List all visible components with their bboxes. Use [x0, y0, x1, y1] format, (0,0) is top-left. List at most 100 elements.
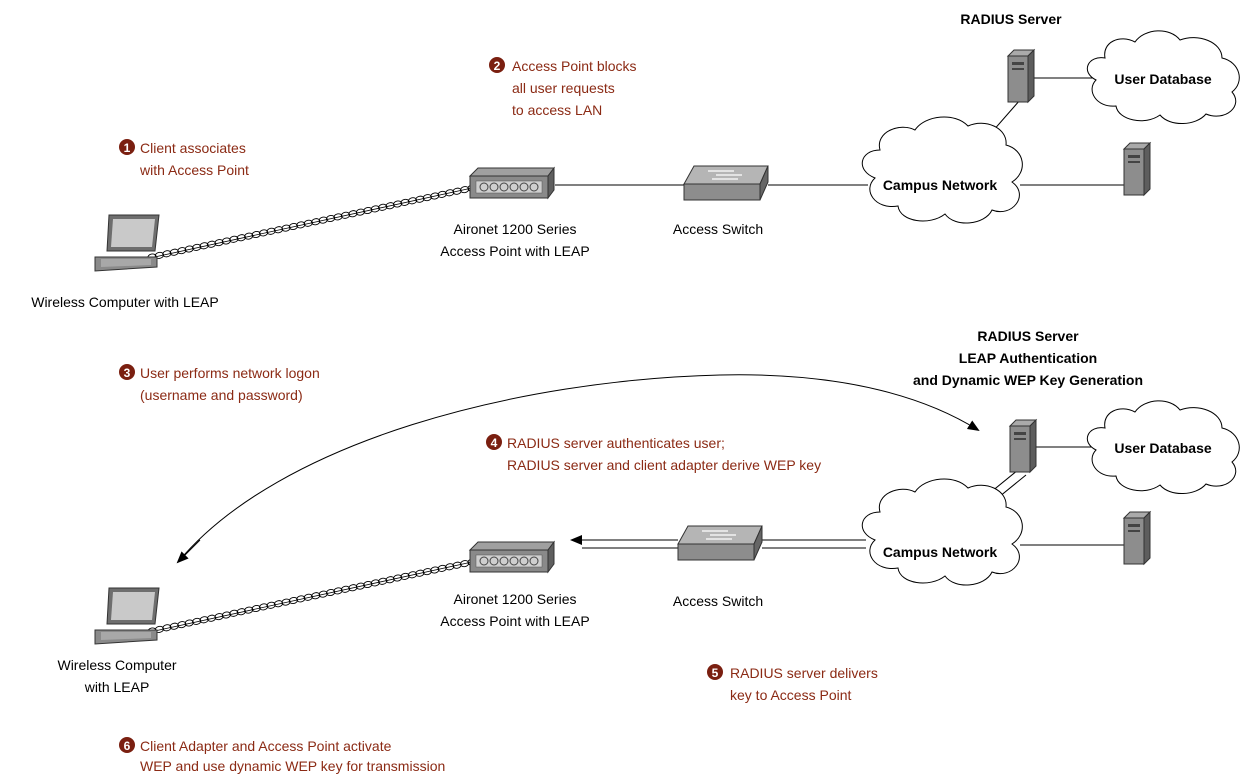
coil-loop	[221, 237, 232, 245]
campus-network-label: Campus Network	[883, 177, 998, 193]
ap-label-line1: Aironet 1200 Series	[454, 221, 577, 237]
coil-loop	[192, 243, 202, 251]
coil-loop	[415, 195, 425, 203]
step-1: 1 Client associates with Access Point	[119, 139, 249, 178]
campus-network-cloud	[862, 116, 1023, 224]
client-label: Wireless Computer with LEAP	[31, 294, 219, 310]
auth-arc-arrow	[177, 374, 980, 563]
coil-loop	[348, 584, 358, 592]
radius-server-title: RADIUS Server	[960, 11, 1062, 27]
coil-loop	[296, 595, 306, 603]
coil-loop	[333, 213, 343, 221]
ap-label-line2: Access Point with LEAP	[440, 243, 589, 259]
step-text-line: key to Access Point	[730, 687, 852, 703]
coil-loop	[318, 216, 328, 224]
coil-loop	[452, 187, 462, 195]
coil-loop	[385, 202, 395, 210]
coil-loop	[177, 247, 187, 255]
coil-loop	[177, 621, 187, 629]
coil-loop	[192, 617, 202, 625]
coil-loop	[214, 613, 224, 621]
step-text-line: RADIUS server and client adapter derive …	[507, 457, 821, 473]
campus-network-label: Campus Network	[883, 544, 998, 560]
coil-loop	[340, 585, 351, 593]
radius-server-title-line2: LEAP Authentication	[959, 350, 1097, 366]
client-label-line1: Wireless Computer	[57, 657, 176, 673]
coil-loop	[392, 574, 403, 582]
coil-loop	[244, 232, 254, 240]
user-database-cloud	[1086, 30, 1240, 124]
user-database-label: User Database	[1114, 440, 1211, 456]
coil-loop	[199, 616, 209, 624]
coil-loop	[281, 598, 291, 606]
access-point-icon	[468, 540, 555, 574]
coil-loop	[206, 240, 217, 248]
server-icon	[1122, 141, 1152, 197]
bottom-scenario: Wireless Computer with LEAP Aironet 1200…	[57, 328, 1240, 695]
coil-loop	[340, 211, 351, 219]
coil-loop	[229, 235, 239, 243]
coil-loop	[236, 608, 246, 616]
coil-loop	[311, 592, 321, 600]
step-number: 3	[124, 366, 131, 380]
coil-loop	[311, 218, 321, 226]
coil-loop	[296, 221, 306, 229]
switch-label: Access Switch	[673, 593, 763, 609]
coil-loop	[318, 590, 328, 598]
user-database-cloud	[1086, 400, 1240, 494]
step-badge	[489, 57, 505, 73]
coil-loop	[229, 609, 239, 617]
radius-server-title-line1: RADIUS Server	[977, 328, 1079, 344]
coil-loop	[303, 593, 313, 601]
step-text-line: (username and password)	[140, 387, 303, 403]
switch-label: Access Switch	[673, 221, 763, 237]
user-database-label: User Database	[1114, 71, 1211, 87]
coil-loop	[184, 619, 194, 627]
step-number: 1	[124, 141, 131, 155]
coil-loop	[459, 186, 470, 194]
auth-arc-arrow-start	[176, 539, 201, 564]
step-number: 6	[124, 739, 131, 753]
step-text-line: Client associates	[140, 140, 246, 156]
step-badge	[119, 364, 135, 380]
coil-loop	[162, 250, 172, 258]
coil-loop	[407, 571, 418, 579]
coil-loop	[273, 226, 284, 234]
coil-loop	[154, 251, 165, 259]
coil-loop	[258, 229, 269, 237]
coil-loop	[355, 582, 366, 590]
coil-loop	[378, 203, 388, 211]
wireless-link-icon	[147, 558, 477, 635]
step-number: 4	[491, 436, 498, 450]
coil-loop	[281, 224, 291, 232]
coil-loop	[169, 622, 179, 630]
coil-loop	[378, 577, 388, 585]
coil-loop	[288, 222, 299, 231]
coil-loop	[430, 566, 440, 574]
coil-loop	[459, 560, 470, 568]
coil-loop	[445, 189, 455, 197]
step-5: 5 RADIUS server delivers key to Access P…	[707, 664, 878, 703]
step-3: 3 User performs network logon (username …	[119, 364, 320, 403]
coil-loop	[392, 200, 403, 208]
top-scenario: Wireless Computer with LEAP Aironet 1200…	[31, 11, 1240, 310]
radius-server-icon	[1008, 418, 1038, 474]
wireless-link-icon	[147, 184, 477, 261]
coil-loop	[251, 604, 261, 613]
coil-loop	[206, 614, 217, 622]
step-text-line: RADIUS server authenticates user;	[507, 435, 725, 451]
coil-loop	[169, 248, 179, 256]
coil-loop	[244, 606, 254, 614]
radius-server-icon	[1006, 48, 1036, 104]
switch-icon	[683, 165, 769, 201]
step-text-line: Access Point blocks	[512, 58, 637, 74]
coil-loop	[266, 227, 276, 235]
coil-loop	[385, 576, 395, 584]
coil-loop	[452, 561, 462, 569]
coil-loop	[348, 210, 358, 218]
coil-loop	[199, 242, 209, 250]
step-6: 6 Client Adapter and Access Point activa…	[119, 737, 445, 774]
coil-loop	[162, 624, 172, 632]
switch-icon	[677, 525, 763, 561]
step-badge	[486, 434, 502, 450]
